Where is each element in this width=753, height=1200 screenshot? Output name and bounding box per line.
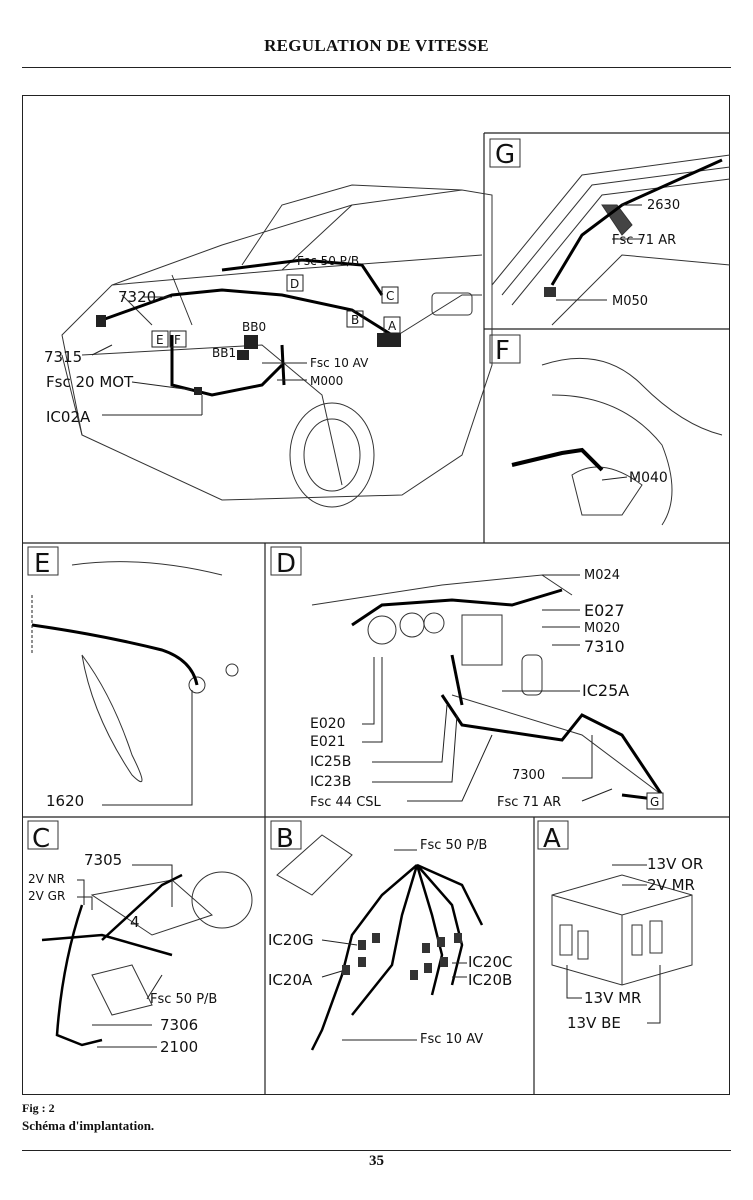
label-ic23b: IC23B — [310, 774, 351, 790]
panel-d-letter: D — [276, 549, 296, 579]
label-m050: M050 — [612, 294, 648, 309]
label-ic25b: IC25B — [310, 754, 351, 770]
label-ic20g: IC20G — [268, 931, 314, 949]
label-box-c: C — [386, 289, 394, 303]
label-box-g: G — [650, 795, 659, 809]
panel-b-letter: B — [276, 824, 294, 854]
label-2100: 2100 — [160, 1038, 198, 1056]
label-7310: 7310 — [584, 637, 625, 656]
label-2vgr: 2V GR — [28, 889, 65, 903]
main-harness — [101, 258, 393, 397]
label-e021: E021 — [310, 734, 346, 750]
label-box-d: D — [290, 277, 299, 291]
label-ic20b: IC20B — [468, 971, 512, 989]
panel-g — [489, 138, 730, 326]
label-fsc10av-main: Fsc 10 AV — [310, 356, 369, 370]
label-box-a: A — [388, 319, 397, 333]
label-2vmr: 2V MR — [647, 876, 695, 894]
label-13vmr: 13V MR — [584, 989, 641, 1007]
label-7305: 7305 — [84, 851, 122, 869]
wiring-figure: 7320 7315 Fsc 20 MOT IC02A E F BB0 BB1 F… — [22, 132, 730, 1095]
figure-frame — [22, 95, 730, 1095]
label-7300: 7300 — [512, 768, 545, 783]
label-box-b: B — [351, 313, 359, 327]
panel-c — [27, 820, 253, 1016]
car-drawing — [61, 184, 493, 508]
label-box-e: E — [156, 333, 164, 347]
label-e027: E027 — [584, 601, 625, 620]
page-title: REGULATION DE VITESSE — [264, 36, 489, 55]
panel-f-letter: F — [495, 336, 510, 366]
label-fsc71ar-g: Fsc 71 AR — [612, 233, 676, 248]
label-ic20a: IC20A — [268, 971, 313, 989]
label-e020: E020 — [310, 716, 346, 732]
label-fsc50pb-main: Fsc 50 P/B — [297, 254, 359, 268]
figure-number: Fig : 2 — [22, 1101, 55, 1115]
label-m040: M040 — [629, 470, 668, 486]
label-ic02a: IC02A — [46, 408, 91, 426]
label-2630: 2630 — [647, 198, 680, 213]
label-ic20c: IC20C — [468, 953, 512, 971]
top-rule — [22, 67, 731, 68]
label-m020: M020 — [584, 621, 620, 636]
figure-caption: Schéma d'implantation. — [22, 1118, 155, 1133]
panel-d — [270, 546, 663, 796]
label-ic25a: IC25A — [582, 681, 629, 700]
label-m024: M024 — [584, 568, 620, 583]
bottom-rule — [22, 1150, 731, 1151]
label-box-f: F — [174, 333, 181, 347]
label-7320: 7320 — [118, 288, 156, 306]
label-m000: M000 — [310, 374, 343, 388]
label-1620: 1620 — [46, 792, 84, 810]
panel-a-letter: A — [543, 824, 561, 854]
panel-c-letter: C — [32, 824, 50, 854]
panel-b — [270, 820, 353, 896]
label-13vbe: 13V BE — [567, 1014, 621, 1032]
label-bb1: BB1 — [212, 346, 236, 360]
label-fsc10av-b: Fsc 10 AV — [420, 1032, 483, 1047]
label-2vnr: 2V NR — [28, 872, 65, 886]
panel-a — [537, 820, 693, 986]
panel-e-letter: E — [34, 549, 50, 579]
label-fsc20mot: Fsc 20 MOT — [46, 373, 134, 391]
label-fsc50pb-c: Fsc 50 P/B — [150, 992, 217, 1007]
label-fsc50pb-b: Fsc 50 P/B — [420, 838, 487, 853]
label-13vor: 13V OR — [647, 855, 703, 873]
panel-e — [27, 546, 239, 783]
label-7306: 7306 — [160, 1016, 198, 1034]
label-bb0: BB0 — [242, 320, 266, 334]
label-4: 4 — [130, 913, 140, 931]
label-fsc44csl: Fsc 44 CSL — [310, 795, 382, 810]
page-number: 35 — [369, 1153, 384, 1169]
panel-g-letter: G — [495, 140, 515, 170]
label-fsc71ar-d: Fsc 71 AR — [497, 795, 561, 810]
main-connectors — [96, 315, 401, 395]
panel-f — [489, 334, 723, 526]
label-7315: 7315 — [44, 348, 82, 366]
